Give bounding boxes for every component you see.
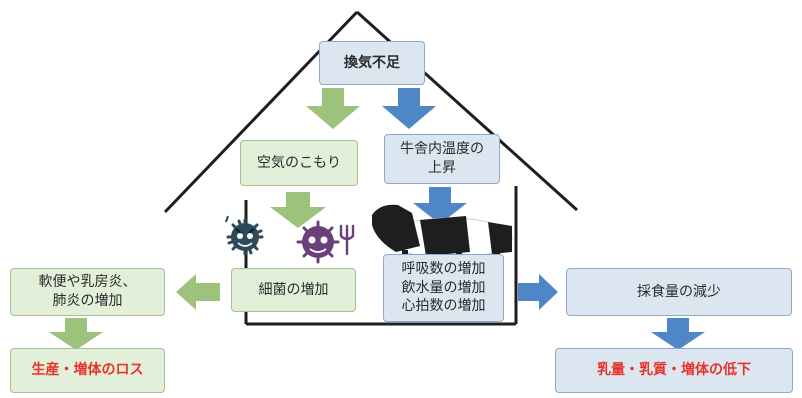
feed-intake-label: 採食量の減少 [637,283,721,300]
ventilation-shortage-label: 換気不足 [344,54,400,71]
feed-intake-box: 採食量の減少 [566,268,792,316]
bacteria-increase-box: 細菌の増加 [231,268,356,312]
germ-purple-icon [296,220,355,264]
disease-symptoms-label: 軟便や乳房炎、 肺炎の増加 [38,274,137,309]
vital-signs-label: 呼吸数の増加 飲水量の増加 心拍数の増加 [401,260,486,315]
arrow-down-green-left [49,318,103,350]
disease-symptoms-box: 軟便や乳房炎、 肺炎の増加 [10,268,165,316]
arrow-right-blue [518,274,558,310]
vital-signs-box: 呼吸数の増加 飲水量の増加 心拍数の増加 [383,254,504,322]
ventilation-shortage-box: 換気不足 [319,41,425,85]
air-stagnation-label: 空気のこもり [257,154,341,171]
germ-dark-icon [225,215,264,256]
barn-temperature-label: 牛舎内温度の 上昇 [400,141,484,176]
milk-yield-decline-box: 乳量・乳質・増体の低下 [555,348,793,393]
arrow-down-blue-right [651,318,705,350]
arrow-down-blue-top [382,88,436,129]
air-stagnation-box: 空気のこもり [240,140,358,186]
production-loss-box: 生産・増体のロス [10,348,165,393]
barn-temperature-box: 牛舎内温度の 上昇 [384,134,500,184]
arrow-down-green-mid [270,192,326,228]
arrow-left-green [176,274,220,310]
arrow-down-blue-mid [413,187,467,224]
bacteria-increase-label: 細菌の増加 [258,281,329,298]
milk-yield-decline-label: 乳量・乳質・増体の低下 [597,362,751,379]
arrow-down-green-top [306,88,360,129]
production-loss-label: 生産・増体のロス [31,362,144,379]
